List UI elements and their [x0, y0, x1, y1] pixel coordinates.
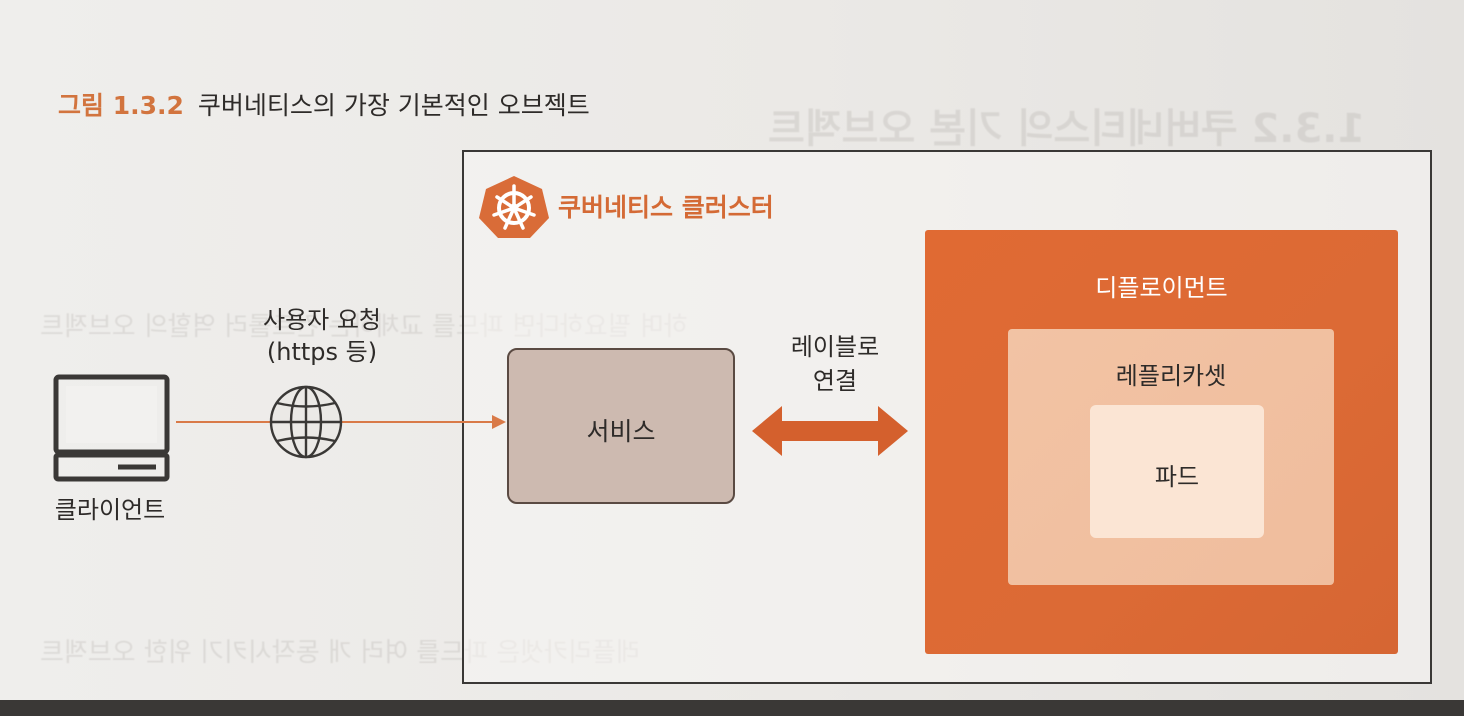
label-link-line1: 레이블로: [790, 333, 880, 361]
bleed-through-heading: 1.3.2 쿠버네티스의 기본 오브젝트: [768, 106, 1366, 152]
service-label: 서비스: [586, 417, 656, 446]
pod-label: 파드: [1154, 463, 1200, 491]
figure-caption: 쿠버네티스의 가장 기본적인 오브젝트: [197, 91, 590, 120]
figure-number: 그림 1.3.2: [58, 91, 184, 120]
user-request-label: 사용자 요청 (https 등): [222, 304, 422, 368]
label-link-line2: 연결: [812, 367, 858, 395]
user-request-line2: (https 등): [266, 338, 378, 366]
replicaset-label: 레플리카셋: [1115, 362, 1227, 390]
kubernetes-helm-icon: [479, 176, 549, 238]
client-label: 클라이언트: [54, 496, 166, 524]
label-link-text: 레이블로 연결: [770, 330, 900, 398]
figure-title: 그림 1.3.2 쿠버네티스의 가장 기본적인 오브젝트: [58, 86, 590, 122]
deployment-label: 디플로이먼트: [1095, 274, 1228, 302]
pod-box: [1090, 405, 1264, 538]
page-bottom-edge: [0, 700, 1464, 716]
service-box: [507, 348, 735, 504]
user-request-line1: 사용자 요청: [262, 306, 382, 334]
cluster-label: 쿠버네티스 클러스터: [558, 193, 774, 222]
